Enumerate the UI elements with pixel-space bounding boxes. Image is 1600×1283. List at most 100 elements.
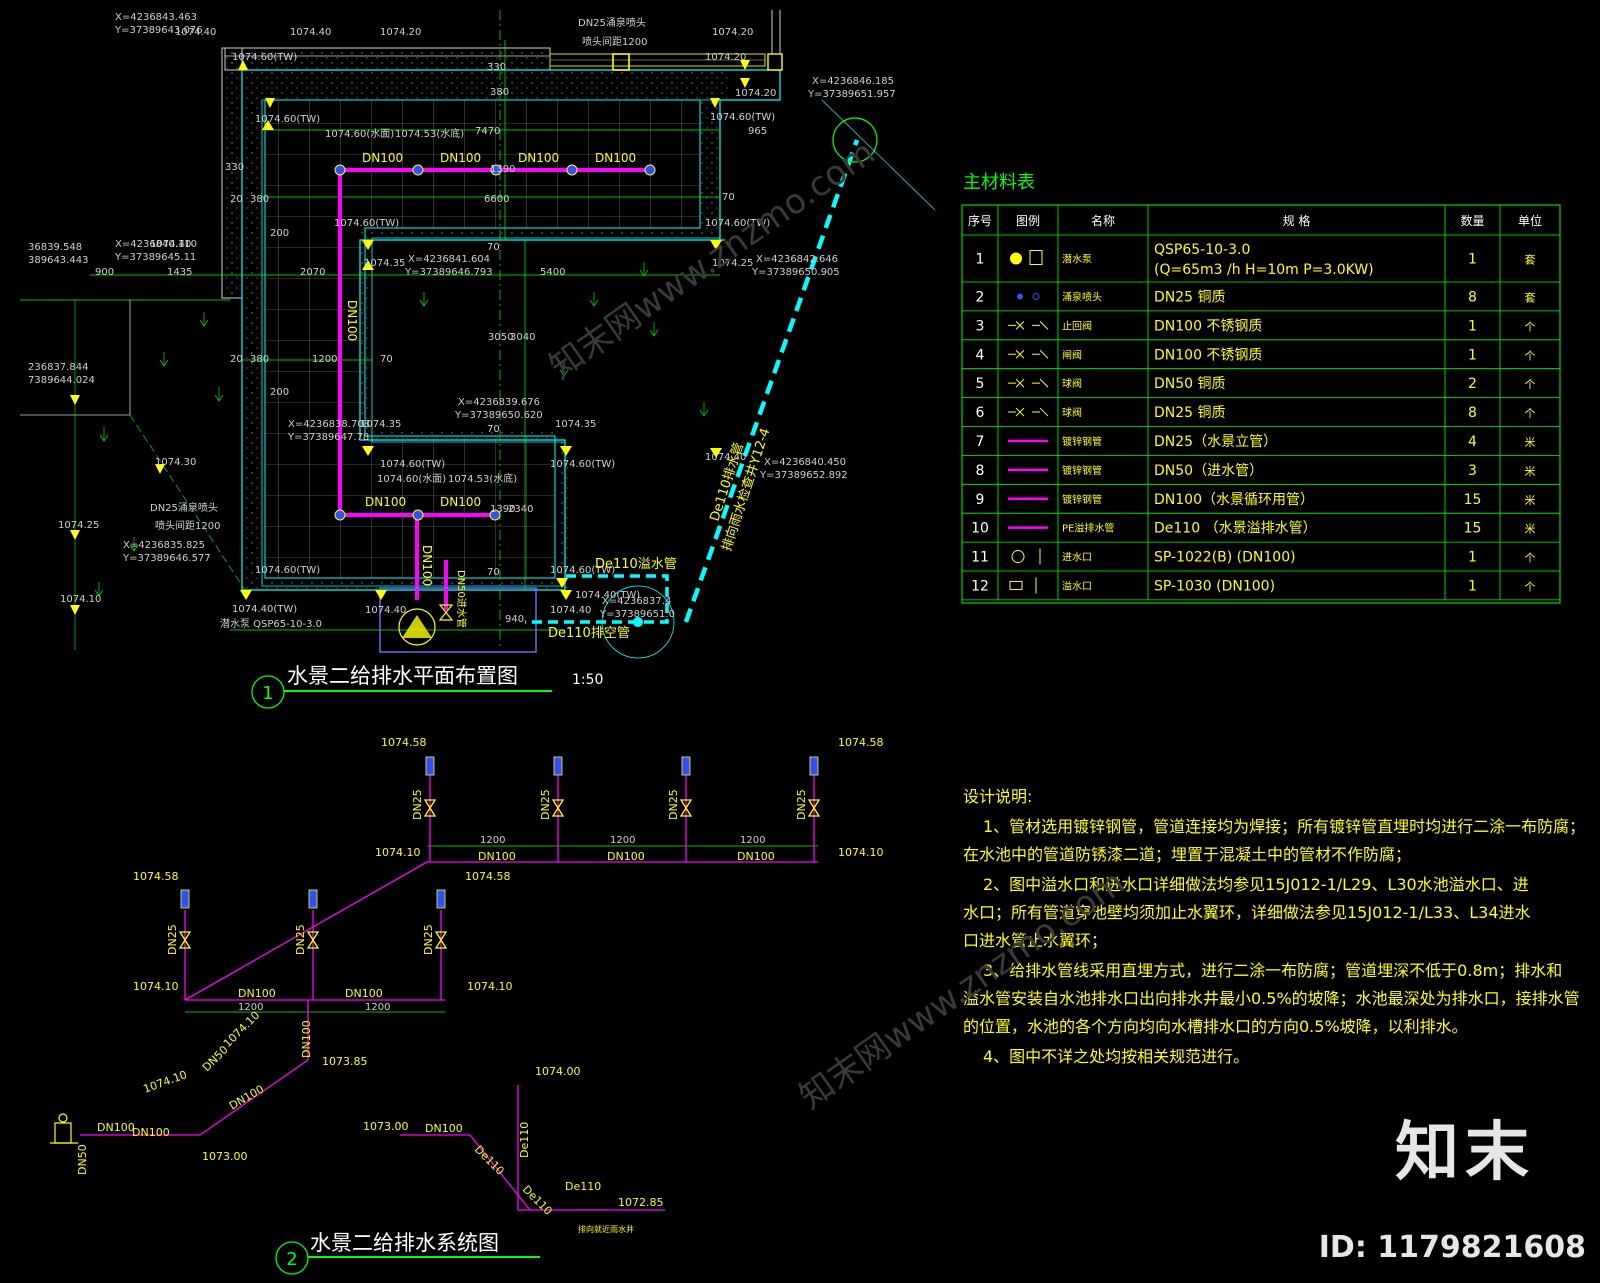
coord-label: X=4236837.4 — [602, 596, 671, 607]
table-cell-name: 止回阀 — [1062, 319, 1092, 332]
level-label: 1074.58 — [133, 870, 179, 883]
valve-icon — [679, 799, 693, 817]
table-cell-unit: 米 — [1525, 523, 1536, 536]
table-header: 单位 — [1518, 213, 1542, 228]
nozzle-icon — [489, 509, 501, 521]
note-label: DN25涌泉喷头 — [150, 501, 218, 514]
coord-label: X=4236842.646 — [756, 254, 838, 265]
pipe-label: DN50 — [200, 1043, 231, 1074]
coord-label: X=4236840.110 — [115, 239, 197, 250]
pipe-label: DN100 — [227, 1082, 266, 1112]
table-cell-qty: 1 — [1468, 578, 1477, 594]
riser-label: DN25 — [411, 789, 424, 820]
level-label: 1074.40 — [550, 605, 591, 616]
level-label: 1074.60(水面) — [377, 473, 446, 485]
dim-label: 20 — [230, 194, 243, 205]
dim-label: 330 — [225, 162, 244, 173]
pipe-label: DN100 — [365, 495, 406, 509]
riser-label: DN25 — [795, 789, 808, 820]
level-label: 1074.40 — [365, 605, 406, 616]
pipe-label: DN100 — [440, 151, 481, 165]
system-view: 1074.58 1074.58 1074.10 1074.10 1074.58 … — [50, 736, 884, 1275]
check-valve-icon — [1008, 320, 1049, 330]
coord-label: X=4236839.676 — [458, 397, 540, 408]
note-label: 喷头间距1200 — [582, 35, 647, 48]
plan-view: 1 水景二给排水平面布置图 1:50 X=4236843.463 Y=37389… — [20, 10, 936, 709]
table-cell-unit: 套 — [1525, 254, 1536, 267]
pipe-label: DN100 — [595, 151, 636, 165]
dim-label: 2070 — [300, 267, 325, 278]
level-label: 1074.10 — [142, 1068, 189, 1096]
riser-label: DN25 — [667, 789, 680, 820]
level-label: 1073.85 — [322, 1055, 368, 1068]
level-label: 1074.10 — [838, 846, 884, 859]
pipe-label: DN100 — [607, 850, 645, 863]
pipe-label: DN100 — [97, 1121, 135, 1134]
dim-label: 330 — [487, 62, 506, 73]
left-wall — [221, 47, 243, 299]
coord-label: Y=37389646.793 — [404, 267, 493, 278]
pipe-label: DN100 — [737, 850, 775, 863]
level-label: 1074.60(TW) — [255, 114, 320, 125]
nozzle-icon — [180, 889, 190, 909]
table-cell-name: 潜水泵 — [1062, 253, 1092, 266]
level-label: 1074.60(TW) — [705, 218, 770, 229]
gate-valve-icon — [1008, 349, 1049, 359]
pipe-label: DN100 — [440, 495, 481, 509]
table-cell-spec: (Q=65m3 /h H=10m P=3.0KW) — [1154, 262, 1374, 278]
table-cell-spec: SP-1022(B) (DN100) — [1154, 550, 1296, 566]
pipe-label: De110 — [472, 1143, 507, 1178]
pump-pit — [379, 587, 537, 653]
dim-label: 940 — [505, 614, 524, 625]
table-cell-qty: 8 — [1468, 405, 1477, 421]
coord-label: Y=37389647.78 — [287, 432, 369, 443]
nozzle-icon — [1017, 292, 1040, 300]
nozzle-icon — [436, 889, 446, 909]
pump-icon — [50, 1113, 78, 1144]
level-label: 1074.20 — [380, 27, 421, 38]
dim-label: 1200 — [312, 354, 337, 365]
coord-label: Y=37389651.0 — [599, 609, 675, 620]
level-label: 1074.35 — [364, 258, 405, 269]
nozzle-icon — [681, 756, 691, 776]
table-cell-no: 6 — [976, 405, 985, 421]
table-cell-qty: 15 — [1464, 492, 1482, 508]
table-cell-qty: 1 — [1468, 318, 1477, 334]
level-label: 1074.40 — [150, 239, 191, 250]
dim-label: 200 — [270, 228, 289, 239]
nozzle-icon — [490, 164, 502, 176]
table-cell-no: 2 — [976, 289, 985, 305]
level-label: 1074.35 — [360, 419, 401, 430]
level-label: 1074.10 — [375, 846, 421, 859]
pipe-label: DN100 — [518, 151, 559, 165]
level-label: 1074.60(TW) — [380, 459, 445, 470]
span-label: 1200 — [740, 835, 765, 846]
pipe-label: DN100 — [420, 545, 434, 586]
dim-label: 380 — [250, 194, 269, 205]
note-label: 排向就近雨水井 — [578, 1224, 634, 1234]
dim-label: 900 — [95, 267, 114, 278]
table-cell-spec: DN100 不锈钢质 — [1154, 347, 1262, 363]
pipe-label: DN50 — [76, 1144, 89, 1175]
note-label: DN25涌泉喷头 — [578, 16, 646, 29]
ball-valve-icon — [1008, 407, 1049, 417]
table-cell-unit: 米 — [1525, 494, 1536, 507]
notes-line: 在水池中的管道防锈漆二道；埋置于混凝土中的管材不作防腐； — [963, 845, 1411, 864]
pipe-label: DN100 — [425, 1122, 463, 1135]
table-cell-qty: 1 — [1468, 550, 1477, 566]
pipe-label: DN100 — [362, 151, 403, 165]
level-label: 1074.60(TW) — [550, 565, 615, 576]
design-notes: 设计说明: 1、管材选用镀锌钢管，管道连接均为焊接；所有镀锌管直埋时均进行二涂一… — [963, 787, 1585, 1066]
dim-label: 3040 — [510, 332, 535, 343]
nozzle-icon — [425, 756, 435, 776]
table-header: 规 格 — [1283, 213, 1311, 228]
table-cell-no: 3 — [976, 318, 985, 334]
level-label: 1074.60(TW) — [334, 218, 399, 229]
notes-line: 水口；所有管道穿池壁均须加止水翼环，详细做法参见15J012-1/L33、L34… — [963, 903, 1531, 922]
ball-valve-icon — [1008, 378, 1049, 388]
span-label: 1200 — [480, 835, 505, 846]
pipe-label: DN100 — [478, 850, 516, 863]
level-label: 1074.10 — [133, 980, 179, 993]
table-cell-no: 7 — [976, 434, 985, 450]
